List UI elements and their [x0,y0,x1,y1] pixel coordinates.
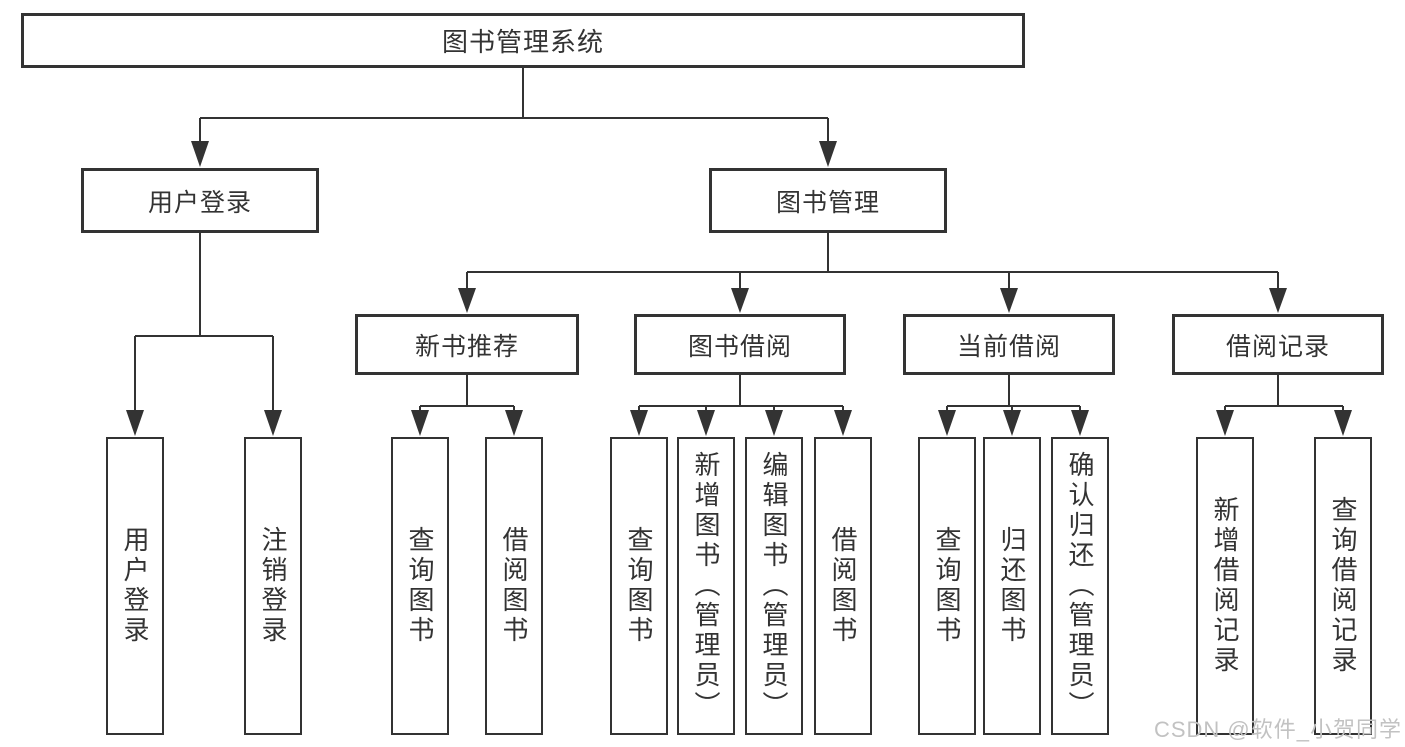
csdn-watermark: CSDN @软件_小贺同学 [1153,717,1402,742]
leaf-label: 注销登录 [258,526,288,646]
leaf-label: 借阅图书 [828,526,858,646]
leaf-cb-confirm-return-admin: 确认归还（管理员） [1051,437,1109,735]
leaf-label: 归还图书 [997,526,1027,646]
leaf-br-query-record: 查询借阅记录 [1314,437,1372,735]
leaf-bb-query-books: 查询图书 [610,437,668,735]
leaf-nbr-query-books: 查询图书 [391,437,449,735]
section-borrow-records: 借阅记录 [1172,314,1384,375]
root-node-library-system: 图书管理系统 [21,13,1025,68]
leaf-cb-query-books: 查询图书 [918,437,976,735]
leaf-cb-return-books: 归还图书 [983,437,1041,735]
leaf-label: 新增图书（管理员） [691,451,721,721]
branch-book-management: 图书管理 [709,168,947,233]
leaf-label: 编辑图书（管理员） [759,451,789,721]
section-new-book-recommend: 新书推荐 [355,314,579,375]
section-current-borrowing: 当前借阅 [903,314,1115,375]
leaf-nbr-borrow-books: 借阅图书 [485,437,543,735]
leaf-label: 查询借阅记录 [1328,496,1358,676]
branch-user-login: 用户登录 [81,168,319,233]
leaf-bb-add-books-admin: 新增图书（管理员） [677,437,735,735]
leaf-label: 新增借阅记录 [1210,496,1240,676]
leaf-bb-borrow-books: 借阅图书 [814,437,872,735]
leaf-br-add-record: 新增借阅记录 [1196,437,1254,735]
leaf-logout: 注销登录 [244,437,302,735]
leaf-label: 查询图书 [405,526,435,646]
leaf-label: 确认归还（管理员） [1065,451,1095,721]
leaf-label: 查询图书 [624,526,654,646]
leaf-label: 借阅图书 [499,526,529,646]
leaf-label: 用户登录 [120,526,150,646]
section-book-borrowing: 图书借阅 [634,314,846,375]
leaf-bb-edit-books-admin: 编辑图书（管理员） [745,437,803,735]
leaf-label: 查询图书 [932,526,962,646]
leaf-user-login: 用户登录 [106,437,164,735]
